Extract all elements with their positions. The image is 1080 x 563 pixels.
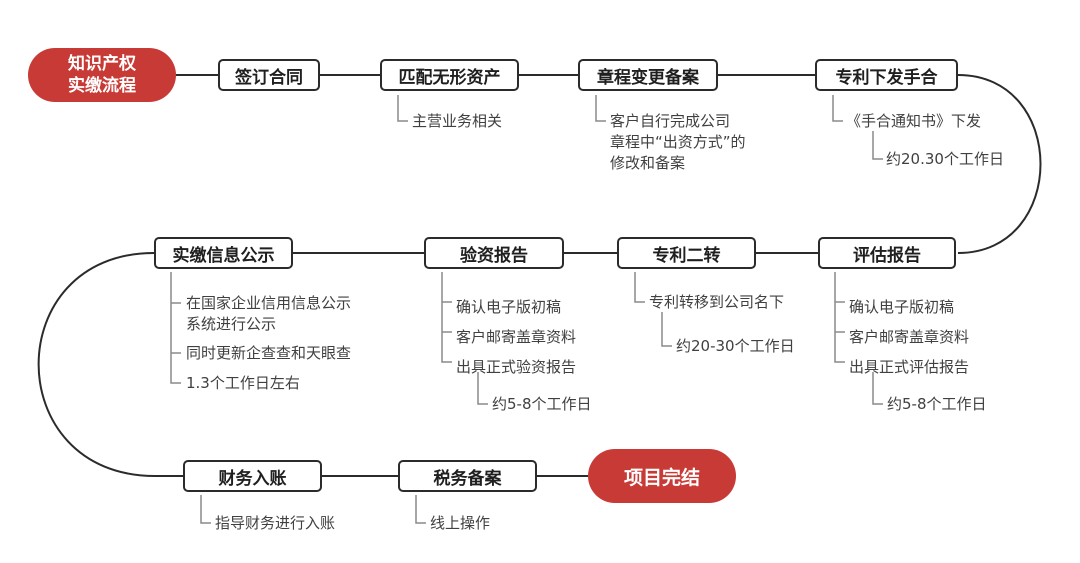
note-patent-notice-duration: 约20.30个工作日 bbox=[886, 149, 1004, 170]
note-capital-verification-duration: 约5-8个工作日 bbox=[492, 394, 592, 415]
duration-text: 约20.30个工作日 bbox=[886, 150, 1004, 168]
note-line: 1.3个工作日左右 bbox=[186, 374, 300, 392]
step-label: 章程变更备案 bbox=[597, 67, 699, 88]
note-valuation-report: 确认电子版初稿 客户邮寄盖章资料 出具正式评估报告 bbox=[849, 292, 969, 382]
step-label: 实缴信息公示 bbox=[172, 245, 275, 266]
note-patent-notice: 《手合通知书》下发 bbox=[846, 111, 981, 132]
start-label-line2: 实缴流程 bbox=[68, 76, 136, 96]
note-line: 确认电子版初稿 bbox=[849, 298, 955, 316]
step-charter-change: 章程变更备案 bbox=[578, 59, 718, 91]
step-label: 专利二转 bbox=[652, 245, 721, 266]
step-patent-transfer: 专利二转 bbox=[617, 237, 756, 269]
note-line: 专利转移到公司名下 bbox=[649, 293, 785, 311]
note-line: 章程中“出资方式”的 bbox=[610, 133, 746, 151]
note-tax-filing: 线上操作 bbox=[430, 513, 490, 534]
step-label: 签订合同 bbox=[235, 67, 303, 88]
note-line: 主营业务相关 bbox=[412, 112, 503, 130]
note-line: 修改和备案 bbox=[610, 154, 686, 172]
start-pill: 知识产权 实缴流程 bbox=[28, 48, 176, 102]
note-line: 确认电子版初稿 bbox=[456, 298, 562, 316]
note-capital-verification: 确认电子版初稿 客户邮寄盖章资料 出具正式验资报告 bbox=[456, 292, 576, 382]
note-match-assets: 主营业务相关 bbox=[412, 111, 502, 132]
step-match-assets: 匹配无形资产 bbox=[380, 59, 519, 91]
note-line: 客户邮寄盖章资料 bbox=[456, 328, 577, 346]
note-valuation-duration: 约5-8个工作日 bbox=[887, 394, 987, 415]
note-public-disclosure: 在国家企业信用信息公示 系统进行公示 同时更新企查查和天眼查 1.3个工作日左右 bbox=[186, 293, 351, 394]
step-public-disclosure: 实缴信息公示 bbox=[154, 237, 293, 269]
step-label: 财务入账 bbox=[218, 468, 287, 489]
end-label: 项目完结 bbox=[623, 466, 700, 489]
note-line: 《手合通知书》下发 bbox=[846, 112, 982, 130]
end-pill: 项目完结 bbox=[588, 449, 736, 503]
note-line: 客户自行完成公司 bbox=[610, 112, 731, 130]
note-line: 出具正式评估报告 bbox=[849, 358, 970, 376]
step-label: 税务备案 bbox=[433, 468, 502, 489]
duration-text: 约20-30个工作日 bbox=[676, 337, 795, 355]
note-line: 同时更新企查查和天眼查 bbox=[186, 344, 352, 362]
step-valuation-report: 评估报告 bbox=[818, 237, 956, 269]
step-label: 匹配无形资产 bbox=[398, 67, 501, 88]
note-line: 在国家企业信用信息公示 bbox=[186, 294, 352, 312]
step-sign-contract: 签订合同 bbox=[218, 59, 320, 91]
step-tax-filing: 税务备案 bbox=[398, 460, 537, 492]
note-patent-transfer-duration: 约20-30个工作日 bbox=[676, 336, 795, 357]
step-capital-verification: 验资报告 bbox=[424, 237, 564, 269]
step-finance-entry: 财务入账 bbox=[183, 460, 322, 492]
note-charter-change: 客户自行完成公司 章程中“出资方式”的 修改和备案 bbox=[610, 111, 746, 174]
step-patent-notice: 专利下发手合 bbox=[815, 59, 958, 91]
note-patent-transfer: 专利转移到公司名下 bbox=[649, 292, 784, 313]
step-label: 评估报告 bbox=[853, 245, 921, 266]
note-line: 系统进行公示 bbox=[186, 315, 277, 333]
note-finance-entry: 指导财务进行入账 bbox=[215, 513, 335, 534]
note-line: 客户邮寄盖章资料 bbox=[849, 328, 970, 346]
note-line: 线上操作 bbox=[430, 514, 491, 532]
duration-text: 约5-8个工作日 bbox=[887, 395, 987, 413]
duration-text: 约5-8个工作日 bbox=[492, 395, 592, 413]
step-label: 验资报告 bbox=[460, 245, 528, 266]
note-line: 出具正式验资报告 bbox=[456, 358, 577, 376]
start-label-line1: 知识产权 bbox=[68, 54, 136, 74]
step-label: 专利下发手合 bbox=[835, 67, 938, 88]
note-line: 指导财务进行入账 bbox=[215, 514, 336, 532]
